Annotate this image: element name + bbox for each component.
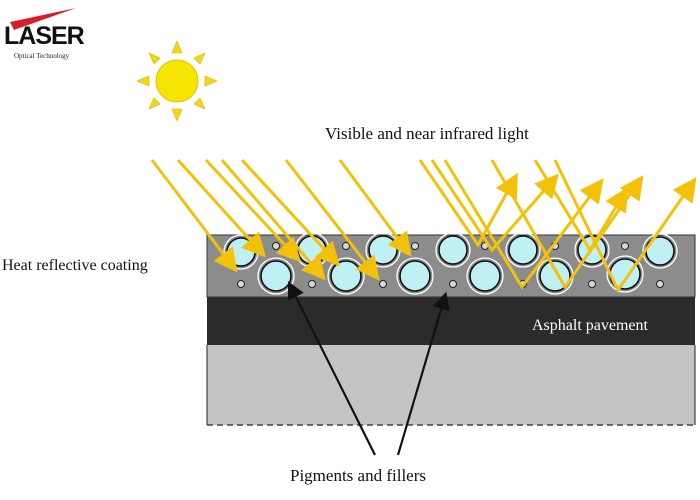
base-layer	[207, 345, 695, 425]
incident-light-arrows	[150, 158, 412, 281]
asphalt-layer	[207, 297, 695, 345]
pigments-label: Pigments and fillers	[290, 466, 426, 485]
reflected-light-arrows	[418, 159, 697, 293]
logo-word: LASER	[4, 22, 85, 50]
coating-label: Heat reflective coating	[2, 257, 148, 274]
sun-icon	[136, 40, 218, 122]
pigment-particles	[223, 232, 678, 295]
light-label: Visible and near infrared light	[325, 124, 529, 143]
logo-check-mark	[2, 6, 76, 30]
asphalt-label: Asphalt pavement	[532, 317, 648, 334]
logo-tagline: Optical Technology	[14, 52, 70, 60]
pigment-pointer-arrows	[288, 281, 450, 456]
